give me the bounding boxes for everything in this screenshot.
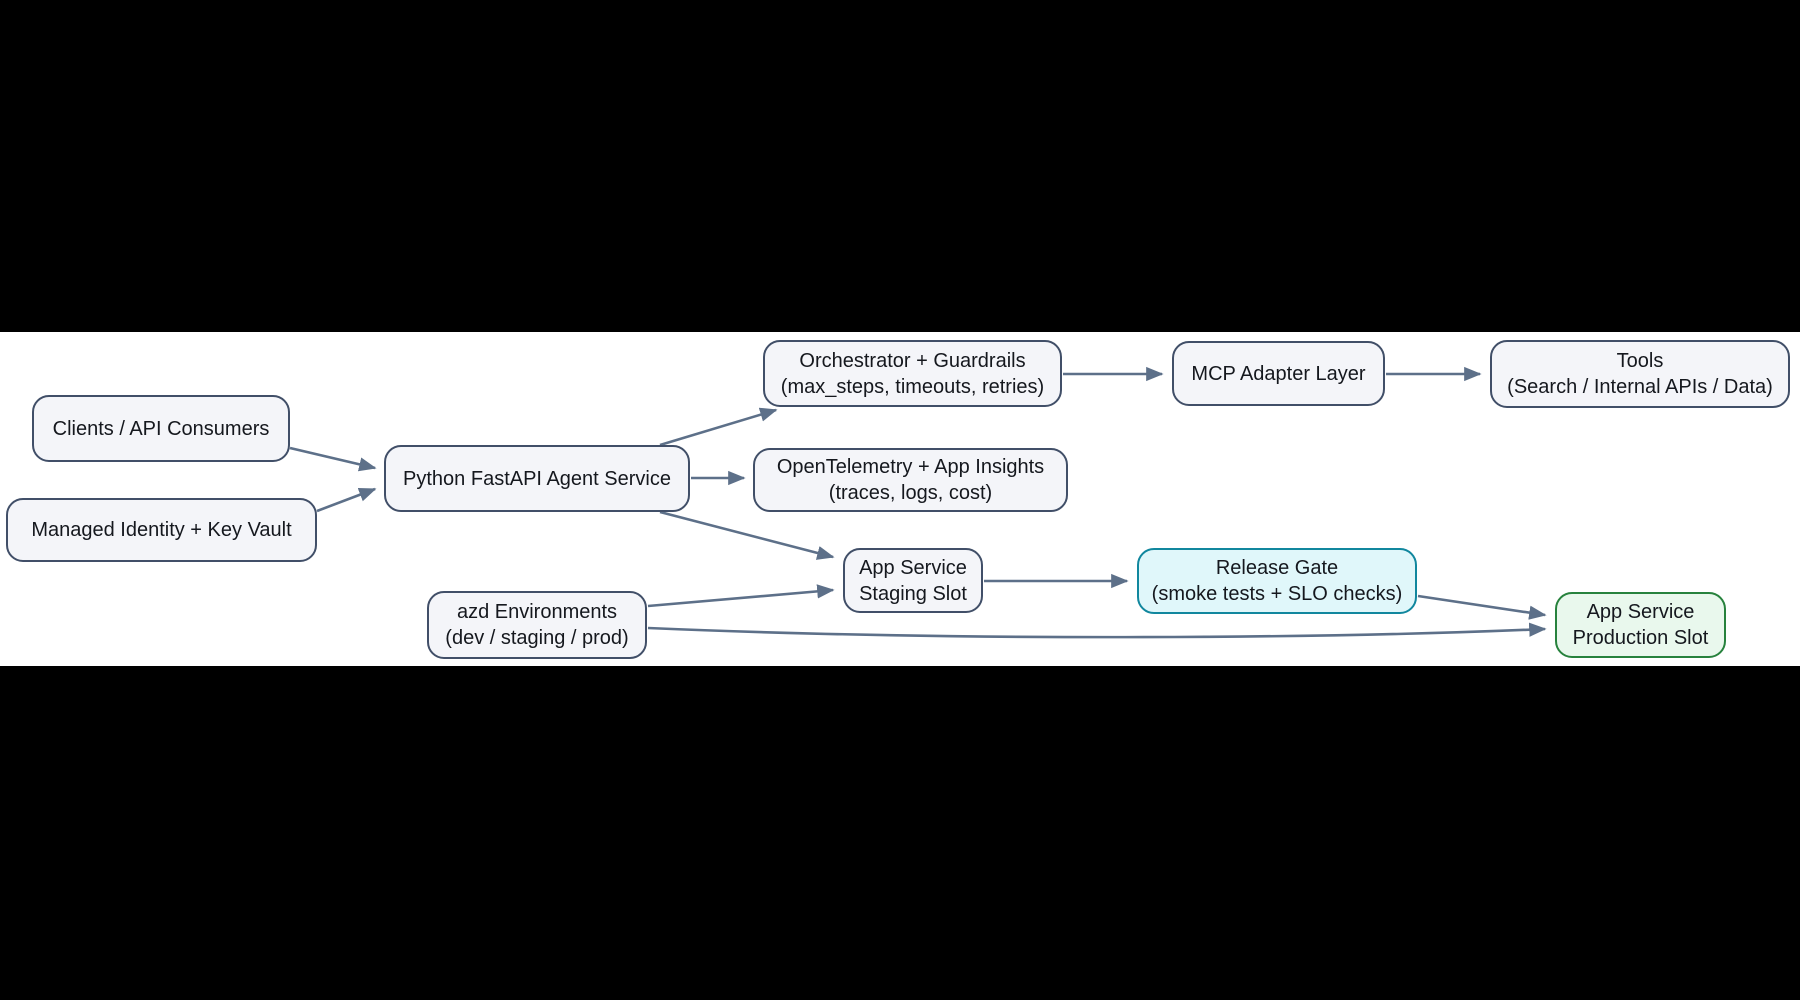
node-otel: OpenTelemetry + App Insights (traces, lo… <box>753 448 1068 512</box>
node-fastapi-service: Python FastAPI Agent Service <box>384 445 690 512</box>
node-orchestrator-label-line2: (max_steps, timeouts, retries) <box>780 375 1045 398</box>
node-production-slot-label-line2: Production Slot <box>1572 627 1709 649</box>
node-azd-environments-label-line2: (dev / staging / prod) <box>445 627 629 649</box>
node-production-slot: App Service Production Slot <box>1555 592 1726 658</box>
node-otel-label-line1: OpenTelemetry + App Insights <box>776 456 1045 478</box>
node-staging-slot-label-line1: App Service <box>859 556 967 579</box>
node-tools-label-line2: (Search / Internal APIs / Data) <box>1507 376 1773 398</box>
node-azd-environments-label-line1: azd Environments <box>456 601 618 623</box>
node-production-slot-label-line1: App Service <box>1586 601 1695 623</box>
node-release-gate-label-line2: (smoke tests + SLO checks) <box>1151 583 1403 605</box>
node-mcp-adapter-label: MCP Adapter Layer <box>1191 362 1366 385</box>
node-tools-label-line1: Tools <box>1616 350 1664 372</box>
node-clients-label: Clients / API Consumers <box>52 417 270 440</box>
node-mcp-adapter: MCP Adapter Layer <box>1172 341 1385 406</box>
node-otel-label-line2: (traces, logs, cost) <box>828 482 993 504</box>
node-clients: Clients / API Consumers <box>32 395 290 462</box>
node-managed-identity-label: Managed Identity + Key Vault <box>31 519 292 541</box>
node-managed-identity: Managed Identity + Key Vault <box>6 498 317 562</box>
node-tools: Tools (Search / Internal APIs / Data) <box>1490 340 1790 408</box>
node-fastapi-service-label: Python FastAPI Agent Service <box>403 467 671 490</box>
node-orchestrator: Orchestrator + Guardrails (max_steps, ti… <box>763 340 1062 407</box>
letterbox-bottom <box>0 666 1800 1000</box>
node-staging-slot-label-line2: Staging Slot <box>859 582 967 605</box>
node-staging-slot: App Service Staging Slot <box>843 548 983 613</box>
node-release-gate: Release Gate (smoke tests + SLO checks) <box>1137 548 1417 614</box>
letterbox-top <box>0 0 1800 332</box>
node-orchestrator-label-line1: Orchestrator + Guardrails <box>799 349 1026 372</box>
node-release-gate-label-line1: Release Gate <box>1215 557 1339 579</box>
node-azd-environments: azd Environments (dev / staging / prod) <box>427 591 647 659</box>
